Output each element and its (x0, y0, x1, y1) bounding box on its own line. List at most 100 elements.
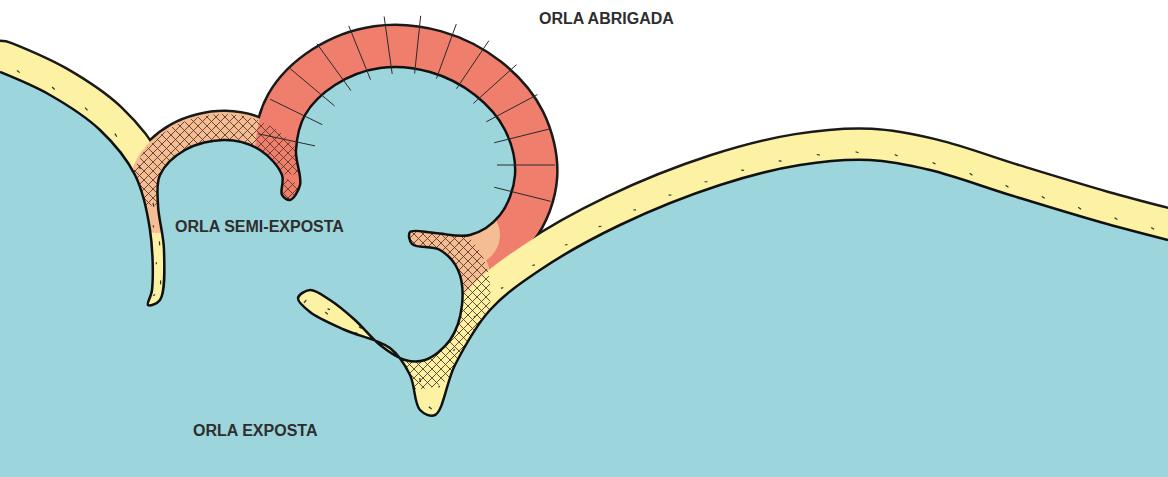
sand-speck (817, 154, 820, 156)
sand-speck (475, 359, 477, 362)
sand-speck (748, 192, 753, 194)
sand-speck (396, 343, 398, 346)
sand-speck (139, 165, 140, 169)
sand-speck (501, 287, 503, 289)
sand-speck (71, 127, 75, 131)
sand-speck (340, 288, 344, 290)
sand-speck (669, 194, 672, 195)
sand-speck (577, 264, 581, 266)
sand-speck (287, 281, 291, 285)
sand-speck (516, 305, 520, 307)
hatching (157, 140, 300, 205)
wave-mark (497, 165, 555, 166)
sand-speck (546, 284, 550, 286)
sand-speck (856, 151, 859, 153)
wave-mark (349, 26, 371, 80)
sand-speck (351, 350, 356, 353)
sand-speck (385, 359, 388, 361)
sand-speck (927, 186, 932, 188)
sand-speck (1145, 251, 1150, 253)
sand-speck (784, 184, 789, 185)
sand-speck (171, 309, 174, 312)
sand-speck (633, 209, 636, 210)
sand-speck (52, 87, 55, 89)
region-label: ORLA ABRIGADA (536, 8, 677, 29)
wave-mark (317, 44, 351, 91)
sand-speck (328, 308, 330, 310)
wave-mark (456, 41, 488, 89)
sand-speck (314, 333, 318, 336)
sand-speck (1071, 230, 1076, 232)
sand-speck (474, 316, 476, 317)
wave-mark (494, 187, 550, 201)
sand-speck (493, 329, 496, 332)
sand-speck (856, 175, 861, 177)
sand-speck (8, 92, 13, 95)
sand-speck (1006, 185, 1009, 187)
semi-exposed-band (157, 140, 300, 205)
sand-speck (325, 312, 328, 314)
sand-speck (153, 294, 155, 295)
sand-speck (970, 173, 973, 175)
sand-speck (895, 155, 898, 156)
sand-speck (160, 280, 161, 284)
beach-band (298, 160, 1168, 416)
band-edge (157, 140, 300, 205)
sand-speck (304, 300, 306, 303)
sand-speck (97, 150, 100, 155)
sand-speck (453, 349, 454, 351)
coastline (0, 67, 1168, 416)
band-edge (296, 67, 515, 235)
sand-speck (438, 386, 440, 388)
sand-speck (741, 170, 744, 171)
wave-mark (486, 95, 537, 122)
sand-speck (962, 196, 967, 199)
sand-speck (891, 178, 896, 180)
sand-speck (153, 225, 155, 227)
sand-speck (779, 160, 782, 162)
sand-speck (462, 390, 463, 394)
sheltered-band (296, 67, 515, 235)
wave-mark (384, 16, 392, 73)
sand-speck (159, 241, 160, 245)
sand-speck (419, 378, 421, 382)
sand-speck (933, 162, 936, 164)
sand-speck (397, 385, 398, 391)
sand-speck (532, 264, 534, 266)
wave-mark (436, 24, 456, 79)
sand-speck (610, 247, 614, 248)
sand-speck (677, 216, 682, 218)
land (0, 0, 1168, 416)
wave-mark (270, 99, 322, 124)
region-label: ORLA EXPOSTA (190, 420, 320, 441)
sand-speck (1151, 227, 1154, 229)
wave-mark (473, 65, 516, 104)
wave-mark (415, 16, 421, 74)
sand-speck (180, 260, 181, 264)
sand-speck (136, 279, 137, 285)
sand-speck (381, 361, 385, 365)
sand-speck (429, 407, 432, 409)
sand-speck (118, 177, 120, 182)
sand-speck (599, 226, 602, 228)
sand-speck (371, 315, 374, 318)
sand-speck (115, 134, 117, 137)
sand-speck (17, 70, 20, 72)
sand-speck (152, 203, 154, 207)
sand-speck (1078, 207, 1081, 209)
sand-speck (419, 429, 424, 432)
sand-speck (998, 208, 1003, 211)
sand-speck (705, 181, 708, 182)
sand-speck (820, 178, 825, 180)
wave-mark (290, 69, 334, 106)
sand-speck (565, 244, 568, 246)
sand-speck (1115, 218, 1118, 220)
region-label: ORLA SEMI-EXPOSTA (172, 216, 347, 237)
sand-speck (40, 108, 44, 111)
sand-speck (135, 244, 137, 250)
sand-speck (1035, 219, 1040, 221)
sand-speck (85, 108, 87, 111)
wave-mark (258, 134, 315, 146)
